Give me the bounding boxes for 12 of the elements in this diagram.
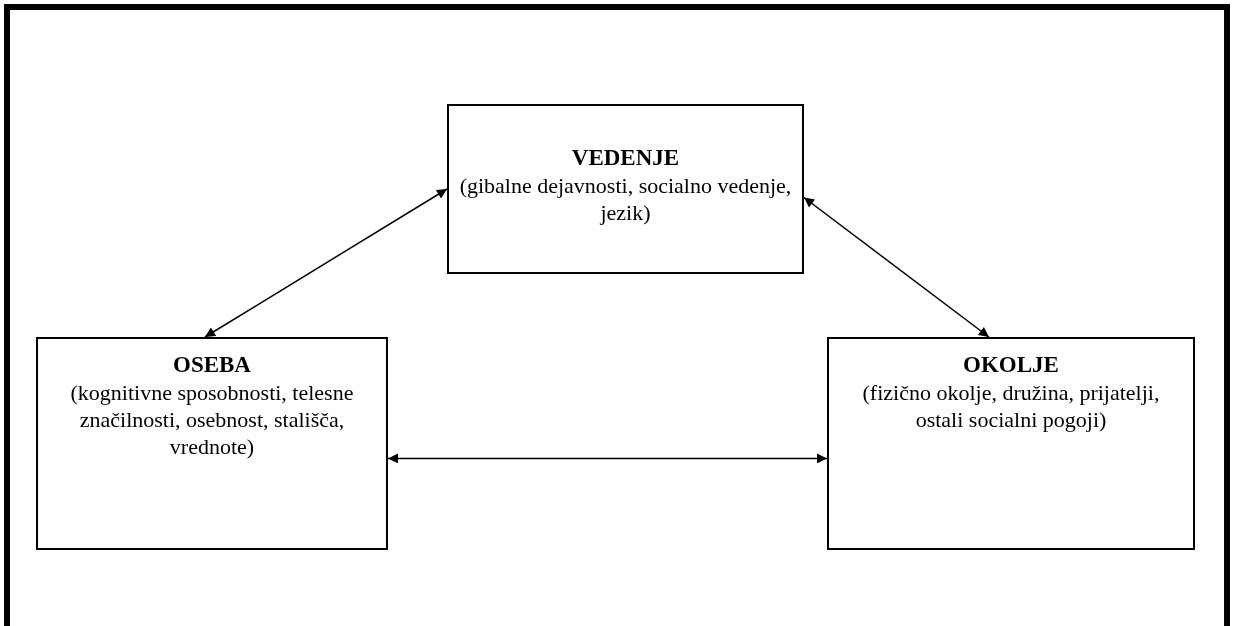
box-text: (gibalne dejavnosti, socialno vedenje, jezik) [459, 172, 792, 226]
box-text: (fizično okolje, družina, prijatelji, ostali socialni pogoji) [861, 379, 1161, 433]
box-heading: OKOLJE [963, 351, 1059, 379]
box-heading: OSEBA [173, 351, 251, 379]
box-text: (kognitivne sposobnosti, telesne značilnosti, osebnost, stališča, vrednote) [69, 379, 355, 460]
double-arrow [387, 453, 828, 464]
concept-box [36, 337, 388, 550]
double-arrow [204, 188, 448, 338]
double-arrow [803, 196, 990, 338]
concept-box [447, 104, 804, 274]
concept-box [827, 337, 1195, 550]
box-heading: VEDENJE [571, 144, 680, 172]
